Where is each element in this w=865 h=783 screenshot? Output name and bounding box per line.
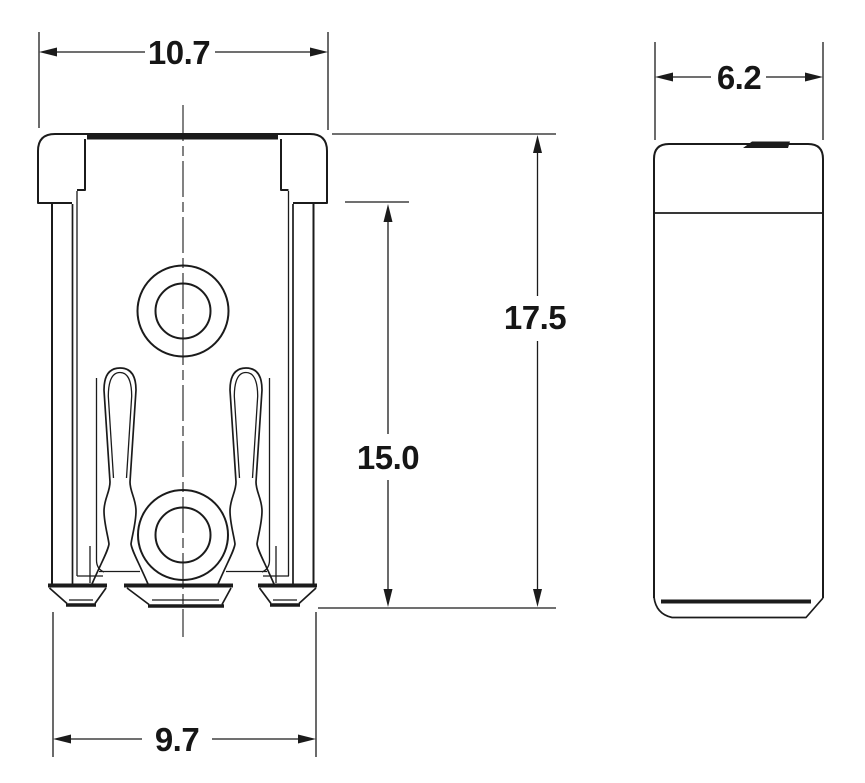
side-cap-outline: [653, 143, 824, 213]
dimension-base-width: 9.7: [52, 612, 317, 758]
lower-hole-outer: [137, 489, 229, 581]
right-prong-outline: [217, 367, 275, 585]
side-foot-outline: [653, 596, 824, 619]
center-foot: [124, 583, 233, 608]
arrowhead-down: [533, 589, 542, 607]
left-prong-outline: [91, 367, 149, 585]
upper-hole-outer: [136, 264, 230, 358]
dimension-body-height: 15.0: [345, 201, 420, 607]
cap-inner-step-right: [280, 139, 289, 191]
front-view: [37, 105, 328, 637]
dimension-label: 6.2: [717, 59, 762, 96]
cap-inner-step-left: [77, 139, 86, 191]
front-cap: [37, 133, 328, 204]
terminal-holes: [136, 264, 230, 581]
right-foot: [258, 583, 317, 607]
arrowhead-down: [383, 589, 393, 607]
spring-contacts: [91, 367, 275, 585]
dimension-label: 9.7: [155, 721, 199, 758]
left-foot-chamfers: [48, 587, 107, 605]
upper-hole-inner: [154, 282, 212, 340]
dimension-cap-width: 10.7: [38, 32, 329, 130]
dimension-overall-height: 17.5: [318, 133, 567, 609]
arrowhead-right: [805, 72, 823, 82]
left-foot: [48, 583, 107, 607]
arrowhead-left: [39, 47, 57, 57]
side-view: [653, 141, 824, 619]
side-top-mark: [743, 141, 790, 148]
right-prong-inner-fold: [233, 371, 259, 479]
dimension-label: 17.5: [504, 299, 566, 336]
cap-outline: [37, 133, 328, 204]
dimension-side-width: 6.2: [654, 42, 824, 140]
arrowhead-up: [533, 135, 542, 153]
center-foot-chamfers: [126, 587, 232, 606]
arrowhead-right: [310, 47, 328, 57]
dimension-label: 15.0: [357, 439, 419, 476]
arrowhead-right: [298, 734, 316, 744]
right-foot-chamfers: [258, 587, 317, 605]
terminal-edge-left: [95, 378, 105, 573]
arrowhead-left: [53, 734, 71, 744]
left-prong-inner-fold: [107, 371, 133, 479]
terminal-edge-right: [261, 378, 271, 573]
front-body-walls: [51, 191, 315, 584]
front-feet: [48, 583, 317, 608]
arrowhead-up: [383, 204, 393, 222]
arrowhead-left: [655, 72, 673, 82]
dimension-label: 10.7: [148, 34, 210, 71]
lower-hole-inner: [154, 506, 212, 564]
